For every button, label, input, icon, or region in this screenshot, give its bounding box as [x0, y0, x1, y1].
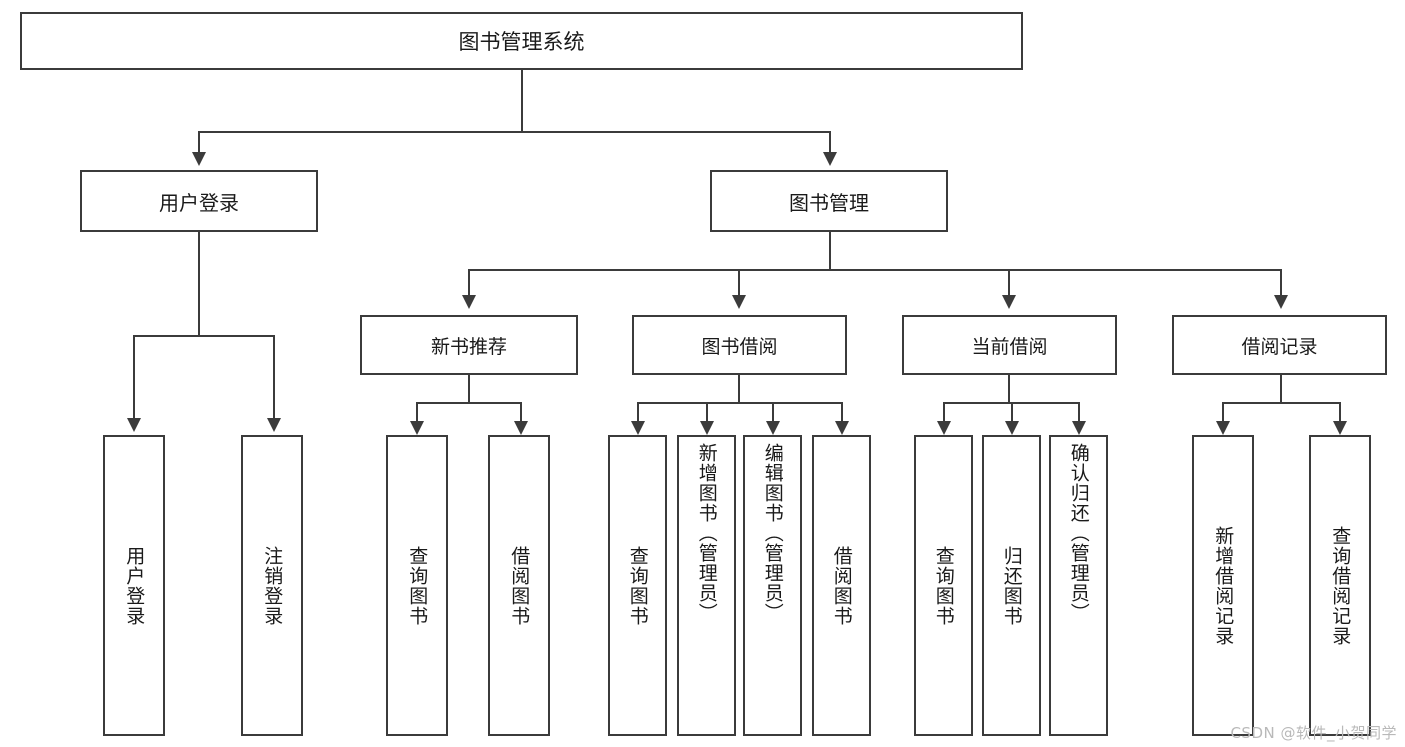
leaf-label: 注销登录: [261, 545, 284, 626]
node-label: 用户登录: [159, 190, 239, 215]
node-current-borrow[interactable]: 当前借阅: [902, 315, 1117, 375]
leaf-edit-book-admin[interactable]: 编辑图书（管理员）: [743, 435, 802, 736]
node-label: 当前借阅: [971, 335, 1048, 358]
node-borrow-record[interactable]: 借阅记录: [1172, 315, 1387, 375]
leaf-label: 借阅图书: [508, 545, 531, 626]
connector-level1-drop-book-management: [829, 131, 831, 153]
connector-borrow-record-stem: [1280, 375, 1282, 403]
connector-new-book-recommend-bus: [416, 402, 522, 404]
leaf-add-borrow-record[interactable]: 新增借阅记录: [1192, 435, 1254, 736]
connector-book-borrow-drop-2: [706, 402, 708, 422]
connector-borrow-record-drop-1: [1222, 402, 1224, 422]
node-new-book-recommend[interactable]: 新书推荐: [360, 315, 578, 375]
arrow-to-leaf-query-book-bb: [631, 421, 645, 435]
arrow-to-leaf-query-borrow-record: [1333, 421, 1347, 435]
connector-book-borrow-bus: [637, 402, 842, 404]
node-label: 图书管理系统: [458, 30, 585, 54]
leaf-query-book-borrow[interactable]: 查询图书: [608, 435, 667, 736]
watermark: CSDN @软件_小贺同学: [1230, 724, 1397, 742]
leaf-label: 借阅图书: [830, 545, 853, 626]
node-book-borrow[interactable]: 图书借阅: [632, 315, 847, 375]
connector-user-login-bus: [133, 335, 275, 337]
arrow-to-user-login: [192, 152, 206, 166]
leaf-label: 查询借阅记录: [1329, 525, 1352, 646]
arrow-to-leaf-logout: [267, 418, 281, 432]
leaf-label: 确认归还（管理员）: [1067, 443, 1090, 623]
connector-level2-drop-1: [468, 269, 470, 296]
leaf-return-book[interactable]: 归还图书: [982, 435, 1041, 736]
leaf-confirm-return-admin[interactable]: 确认归还（管理员）: [1049, 435, 1108, 736]
arrow-to-book-management: [823, 152, 837, 166]
arrow-to-leaf-query-book-cb: [937, 421, 951, 435]
connector-user-login-drop-2: [273, 335, 275, 419]
leaf-label: 查询图书: [932, 545, 955, 626]
arrow-to-leaf-query-book-nb: [410, 421, 424, 435]
arrow-to-leaf-user-login: [127, 418, 141, 432]
arrow-to-current-borrow: [1002, 295, 1016, 309]
arrow-to-leaf-borrow-book-bb: [835, 421, 849, 435]
connector-book-borrow-drop-3: [772, 402, 774, 422]
arrow-to-leaf-return-book: [1005, 421, 1019, 435]
leaf-label: 查询图书: [626, 545, 649, 626]
arrow-to-leaf-add-book: [700, 421, 714, 435]
node-label: 图书管理: [789, 190, 869, 215]
leaf-query-borrow-record[interactable]: 查询借阅记录: [1309, 435, 1371, 736]
connector-level1-bus: [198, 131, 830, 133]
leaf-user-login[interactable]: 用户登录: [103, 435, 165, 736]
arrow-to-leaf-edit-book: [766, 421, 780, 435]
arrow-to-leaf-borrow-book-nb: [514, 421, 528, 435]
arrow-to-leaf-add-borrow-record: [1216, 421, 1230, 435]
leaf-label: 新增借阅记录: [1212, 525, 1235, 646]
leaf-borrow-book[interactable]: 借阅图书: [812, 435, 871, 736]
connector-user-login-drop-1: [133, 335, 135, 419]
connector-user-login-stem: [198, 232, 200, 336]
node-book-management[interactable]: 图书管理: [710, 170, 948, 232]
node-label: 借阅记录: [1241, 335, 1318, 358]
arrow-to-leaf-confirm-return: [1072, 421, 1086, 435]
connector-current-borrow-drop-2: [1011, 402, 1013, 422]
connector-level2-drop-2: [738, 269, 740, 296]
leaf-label: 编辑图书（管理员）: [761, 443, 784, 623]
connector-level2-bus: [468, 269, 1280, 271]
connector-book-management-stem: [829, 232, 831, 270]
leaf-label: 用户登录: [123, 545, 146, 626]
node-label: 图书借阅: [701, 335, 778, 358]
connector-current-borrow-drop-1: [943, 402, 945, 422]
arrow-to-book-borrow: [732, 295, 746, 309]
connector-borrow-record-drop-2: [1339, 402, 1341, 422]
connector-root-stem: [521, 70, 523, 132]
connector-book-borrow-drop-4: [841, 402, 843, 422]
leaf-label: 归还图书: [1000, 545, 1023, 626]
leaf-logout[interactable]: 注销登录: [241, 435, 303, 736]
arrow-to-new-book-recommend: [462, 295, 476, 309]
connector-new-book-recommend-drop-2: [520, 402, 522, 422]
leaf-label: 新增图书（管理员）: [695, 443, 718, 623]
connector-current-borrow-stem: [1008, 375, 1010, 403]
connector-new-book-recommend-drop-1: [416, 402, 418, 422]
leaf-query-book-new-recommend[interactable]: 查询图书: [386, 435, 448, 736]
connector-new-book-recommend-stem: [468, 375, 470, 403]
arrow-to-borrow-record: [1274, 295, 1288, 309]
connector-current-borrow-drop-3: [1078, 402, 1080, 422]
connector-level1-drop-user-login: [198, 131, 200, 153]
connector-level2-drop-3: [1008, 269, 1010, 296]
node-user-login[interactable]: 用户登录: [80, 170, 318, 232]
connector-book-borrow-stem: [738, 375, 740, 403]
connector-level2-drop-4: [1280, 269, 1282, 296]
node-root-book-management-system[interactable]: 图书管理系统: [20, 12, 1023, 70]
node-label: 新书推荐: [430, 335, 507, 358]
leaf-add-book-admin[interactable]: 新增图书（管理员）: [677, 435, 736, 736]
connector-book-borrow-drop-1: [637, 402, 639, 422]
leaf-label: 查询图书: [406, 545, 429, 626]
connector-borrow-record-bus: [1222, 402, 1340, 404]
leaf-query-book-current[interactable]: 查询图书: [914, 435, 973, 736]
leaf-borrow-book-new-recommend[interactable]: 借阅图书: [488, 435, 550, 736]
